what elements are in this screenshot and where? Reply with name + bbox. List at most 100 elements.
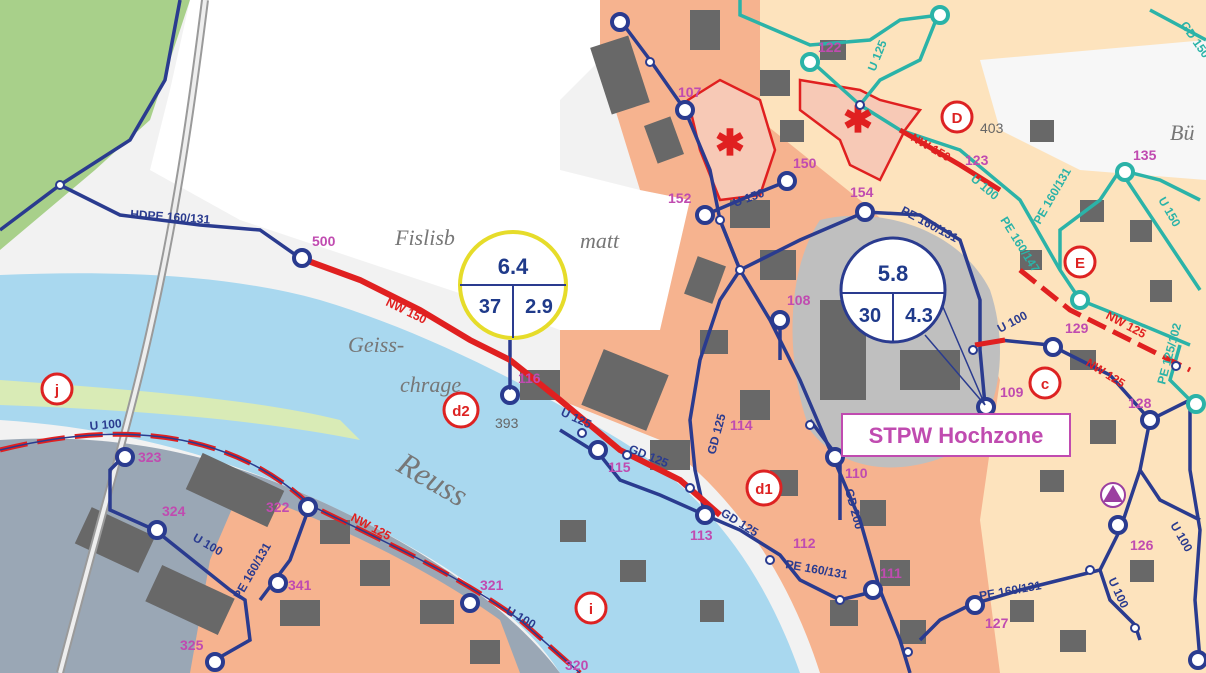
- node-label: 127: [985, 615, 1009, 631]
- node-label: 325: [180, 637, 204, 653]
- node-marker[interactable]: [1043, 337, 1063, 357]
- river-reuss: [0, 273, 800, 673]
- node-marker[interactable]: [268, 573, 288, 593]
- node-label: 126: [1130, 537, 1154, 553]
- open-field: [150, 0, 690, 330]
- node-label: 111: [880, 565, 902, 581]
- node-label: 109: [1000, 384, 1024, 400]
- node-marker[interactable]: [460, 593, 480, 613]
- teal-network: [738, 0, 1206, 402]
- built-area-south: [190, 490, 520, 673]
- node-marker[interactable]: [825, 447, 845, 467]
- node-label: 114: [730, 417, 753, 433]
- node-marker[interactable]: [115, 447, 135, 467]
- node-marker[interactable]: [675, 100, 695, 120]
- node-marker[interactable]: [976, 397, 996, 417]
- node-label: 122: [818, 39, 842, 55]
- node-marker[interactable]: [292, 248, 312, 268]
- node-marker[interactable]: [588, 440, 608, 460]
- node-label: 110: [845, 465, 868, 481]
- node-label: 322: [266, 499, 290, 515]
- zone-label[interactable]: d1: [755, 481, 773, 498]
- node-label: 500: [312, 233, 336, 249]
- place-label: matt: [580, 228, 620, 253]
- pipe-nw125-east: [1018, 268, 1192, 373]
- node-marker[interactable]: [1108, 515, 1128, 535]
- node-label: 152: [668, 190, 692, 206]
- node-label: 116: [518, 370, 541, 386]
- place-label: Bü: [1170, 120, 1194, 145]
- node-label: 113: [690, 527, 713, 543]
- pressure-bubble-west[interactable]: 6.4 37 2.9: [458, 230, 568, 390]
- zone-label[interactable]: c: [1041, 376, 1049, 393]
- node-label: 321: [480, 577, 504, 593]
- node-marker[interactable]: [695, 505, 715, 525]
- zone-labels: D E c d1 d2 j i: [40, 100, 1097, 625]
- node-marker[interactable]: [1140, 410, 1160, 430]
- pipe-nw125-stub: [974, 337, 1006, 348]
- node-label: 320: [565, 657, 589, 673]
- node-marker[interactable]: [695, 205, 715, 225]
- zone-label[interactable]: D: [952, 110, 963, 127]
- zone-label[interactable]: j: [54, 382, 59, 399]
- node-marker[interactable]: [800, 52, 820, 72]
- node-label: 135: [1133, 147, 1157, 163]
- node-marker[interactable]: [298, 497, 318, 517]
- bubble-top-value: 5.8: [878, 261, 909, 286]
- place-label: chrage: [400, 372, 461, 397]
- teal-node-markers: [800, 5, 1206, 414]
- node-label: 154: [850, 184, 874, 200]
- node-labels: 107 122 150 123 135 152 154 500 108 129 …: [138, 39, 1157, 673]
- node-marker[interactable]: [610, 12, 630, 32]
- zone-label[interactable]: i: [589, 601, 593, 618]
- red-star-icon[interactable]: ✱: [715, 122, 745, 163]
- bubble-right-value: 2.9: [525, 296, 553, 318]
- pressure-bubble-east[interactable]: 5.8 30 4.3: [839, 236, 986, 406]
- node-marker[interactable]: [1070, 290, 1090, 310]
- node-label: 150: [793, 155, 817, 171]
- node-marker[interactable]: [1188, 650, 1206, 670]
- node-label: 123: [965, 152, 989, 168]
- node-marker[interactable]: [147, 520, 167, 540]
- zone-label[interactable]: E: [1075, 255, 1085, 272]
- node-markers: [115, 12, 1206, 672]
- node-marker[interactable]: [965, 595, 985, 615]
- river-bank: [0, 380, 360, 440]
- node-label: 323: [138, 449, 162, 465]
- bubble-left-value: 30: [859, 305, 881, 327]
- purple-triangle-icon[interactable]: [1100, 482, 1126, 508]
- open-area-north: [980, 40, 1206, 180]
- node-label: 108: [787, 292, 811, 308]
- zone-label[interactable]: d2: [452, 403, 470, 420]
- pipe-label: HDPE 160/131: [130, 207, 211, 227]
- node-label: 129: [1065, 320, 1089, 336]
- pipe-label: U 100: [89, 416, 122, 433]
- bubble-top-value: 6.4: [498, 254, 529, 279]
- spot-height: 393: [495, 415, 519, 431]
- node-label: 324: [162, 503, 186, 519]
- callout-label: STPW Hochzone: [869, 423, 1044, 448]
- zone-callout[interactable]: STPW Hochzone: [841, 413, 1071, 457]
- junction-markers: [55, 57, 1181, 657]
- node-marker[interactable]: [770, 310, 790, 330]
- node-label: 128: [1128, 395, 1152, 411]
- node-marker[interactable]: [863, 580, 883, 600]
- node-marker[interactable]: [930, 5, 950, 25]
- node-label: 107: [678, 84, 702, 100]
- node-marker[interactable]: [855, 202, 875, 222]
- place-label: Fislisb: [394, 225, 455, 250]
- node-label: 341: [288, 577, 312, 593]
- node-marker[interactable]: [1186, 394, 1206, 414]
- node-marker[interactable]: [777, 171, 797, 191]
- bubble-right-value: 4.3: [905, 305, 933, 327]
- spot-height: 403: [980, 120, 1004, 136]
- node-marker[interactable]: [205, 652, 225, 672]
- node-label: 115: [608, 459, 631, 475]
- node-marker[interactable]: [1115, 162, 1135, 182]
- forest-area: [0, 0, 190, 250]
- bubble-left-value: 37: [479, 296, 501, 318]
- pipe-nw150-east: [898, 127, 1002, 193]
- node-label: 112: [793, 535, 816, 551]
- road-main-inner: [58, 0, 207, 673]
